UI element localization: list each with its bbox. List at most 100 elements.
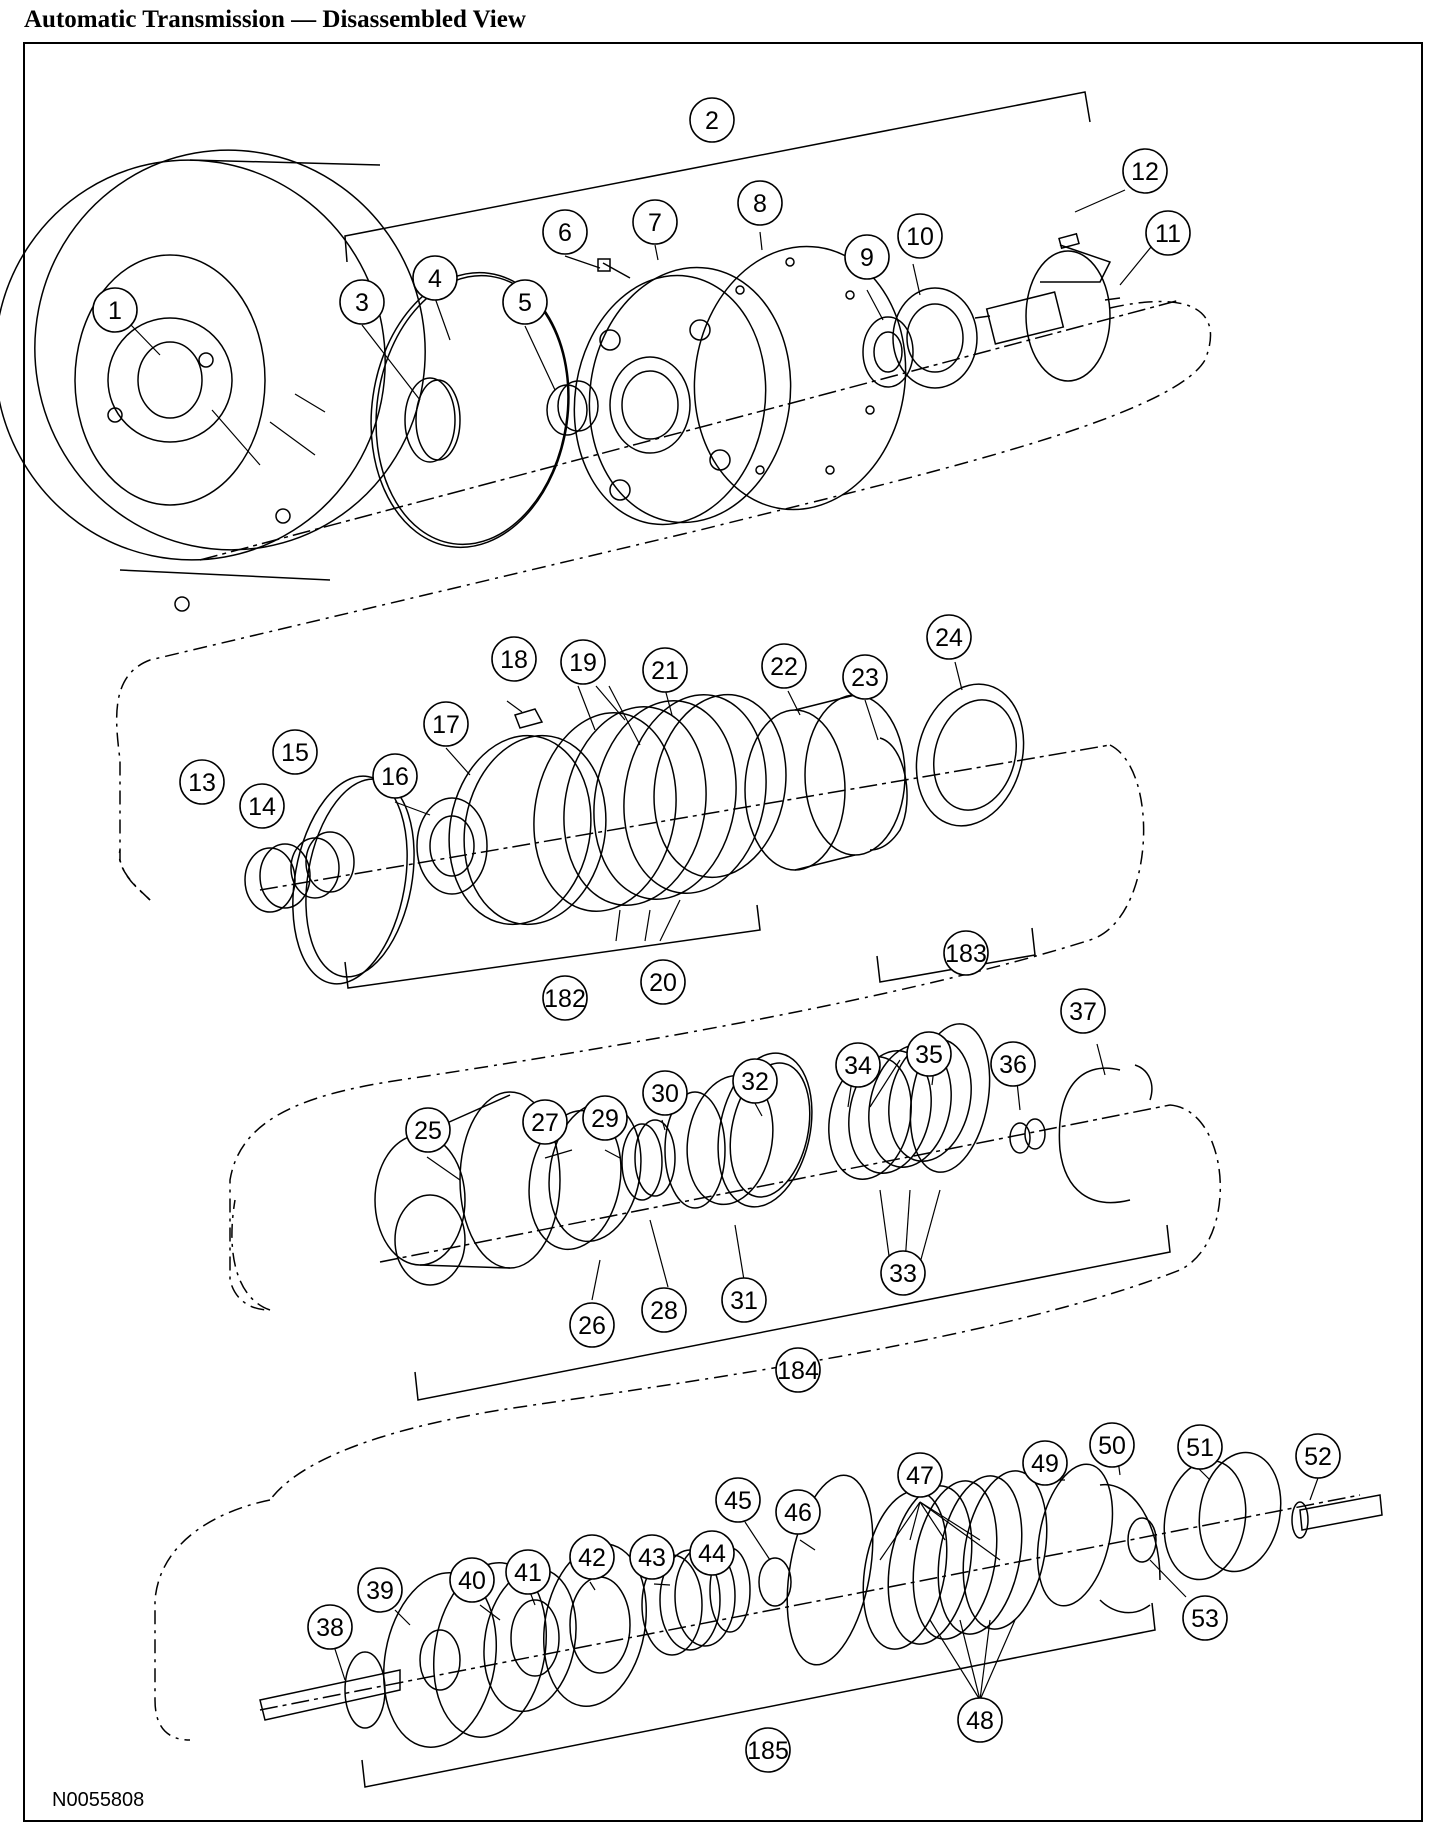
- callout-35: 35: [906, 1031, 952, 1077]
- callout-51: 51: [1177, 1424, 1223, 1470]
- part-36-rings: [1009, 1118, 1046, 1154]
- callout-label: 28: [650, 1297, 678, 1325]
- callout-circle: [906, 1031, 952, 1077]
- centerline-row2: [259, 744, 1111, 891]
- callout-circle: [569, 1302, 615, 1348]
- callout-label: 22: [770, 653, 798, 681]
- part-38-shaft: [259, 1651, 401, 1729]
- callout-circle: [689, 97, 735, 143]
- callout-circle: [522, 1099, 568, 1145]
- part-30-piston: [664, 1091, 726, 1209]
- callout-circle: [569, 1534, 615, 1580]
- callout-2: 2: [689, 97, 735, 143]
- diagram-frame: [23, 42, 1423, 1822]
- centerline-row1: [199, 299, 1181, 561]
- callout-40: 40: [449, 1557, 495, 1603]
- row-1-group: [0, 91, 1212, 901]
- callout-circle: [897, 1452, 943, 1498]
- callout-48: 48: [957, 1697, 1003, 1743]
- callout-label: 20: [649, 969, 677, 997]
- callout-circle: [957, 1697, 1003, 1743]
- callout-42: 42: [569, 1534, 615, 1580]
- part-18-clip: [514, 708, 544, 729]
- callout-circle: [642, 1070, 688, 1116]
- callout-18: 18: [491, 636, 537, 682]
- callout-circle: [641, 1287, 687, 1333]
- callout-1: 1: [92, 287, 138, 333]
- part-49-ring: [1036, 1463, 1114, 1607]
- callout-label: 31: [730, 1287, 758, 1315]
- callout-label: 10: [906, 223, 934, 251]
- callout-circle: [405, 1107, 451, 1153]
- callout-label: 185: [747, 1737, 789, 1765]
- callout-9: 9: [844, 234, 890, 280]
- part-32-ring: [717, 1052, 813, 1208]
- part-45-ring: [758, 1557, 792, 1607]
- callout-label: 33: [889, 1260, 917, 1288]
- callout-label: 184: [777, 1357, 819, 1385]
- callout-circle: [372, 753, 418, 799]
- phantom-outline-2: [118, 744, 1145, 1311]
- centerline-row4: [259, 1494, 1361, 1711]
- callout-183: 183: [943, 930, 989, 976]
- callout-circle: [582, 1095, 628, 1141]
- row-3-group: [231, 1023, 1222, 1501]
- callout-182: 182: [542, 975, 588, 1021]
- callout-label: 23: [851, 664, 879, 692]
- callout-label: 9: [860, 244, 874, 272]
- part-13-seal-rings: [244, 843, 311, 913]
- callout-label: 25: [414, 1117, 442, 1145]
- figure-id: N0055808: [52, 1789, 145, 1811]
- callout-circle: [1295, 1433, 1341, 1479]
- callout-label: 53: [1191, 1605, 1219, 1633]
- part-22-clutch-cylinder: [744, 694, 906, 871]
- callout-label: 8: [753, 190, 767, 218]
- callout-circle: [745, 1727, 791, 1773]
- part-14-seal-rings: [290, 831, 355, 899]
- callout-16: 16: [372, 753, 418, 799]
- bracket-2: [344, 91, 1091, 263]
- callout-circle: [339, 279, 385, 325]
- callout-circle: [990, 1041, 1036, 1087]
- bracket-184: [414, 1224, 1171, 1401]
- callout-circle: [732, 1058, 778, 1104]
- part-23-snap-ring: [869, 737, 908, 851]
- callout-circle: [423, 701, 469, 747]
- callout-circle: [1089, 1422, 1135, 1468]
- callout-47: 47: [897, 1452, 943, 1498]
- part-15-piston: [292, 775, 415, 985]
- callout-31: 31: [721, 1277, 767, 1323]
- callout-22: 22: [761, 643, 807, 689]
- part-6-bolt: [597, 258, 631, 279]
- callout-label: 37: [1069, 998, 1097, 1026]
- callout-32: 32: [732, 1058, 778, 1104]
- callout-label: 34: [844, 1052, 872, 1080]
- part-51-washer: [1127, 1517, 1157, 1563]
- callout-label: 26: [578, 1312, 606, 1340]
- part-4-o-ring: [370, 271, 570, 549]
- callout-4: 4: [412, 255, 458, 301]
- callout-circle: [1060, 988, 1106, 1034]
- callout-26: 26: [569, 1302, 615, 1348]
- callout-label: 182: [544, 985, 586, 1013]
- callout-label: 21: [651, 657, 679, 685]
- callout-7: 7: [632, 199, 678, 245]
- part-12-screw: [1040, 232, 1112, 283]
- centerline-row3: [379, 1104, 1171, 1263]
- callout-label: 6: [558, 219, 572, 247]
- part-47-48-clutch-pack: [862, 1470, 1048, 1650]
- callout-44: 44: [689, 1530, 735, 1576]
- bracket-182: [344, 904, 761, 989]
- callout-15: 15: [272, 729, 318, 775]
- callout-circle: [560, 639, 606, 685]
- callout-11: 11: [1145, 210, 1191, 256]
- callout-circle: [1122, 148, 1168, 194]
- callout-label: 43: [638, 1544, 666, 1572]
- callout-circle: [844, 234, 890, 280]
- callout-30: 30: [642, 1070, 688, 1116]
- callout-label: 3: [355, 289, 369, 317]
- part-46-plate: [786, 1474, 874, 1666]
- part-24-ring-gear: [915, 683, 1025, 827]
- callout-12: 12: [1122, 148, 1168, 194]
- callout-circle: [1022, 1440, 1068, 1486]
